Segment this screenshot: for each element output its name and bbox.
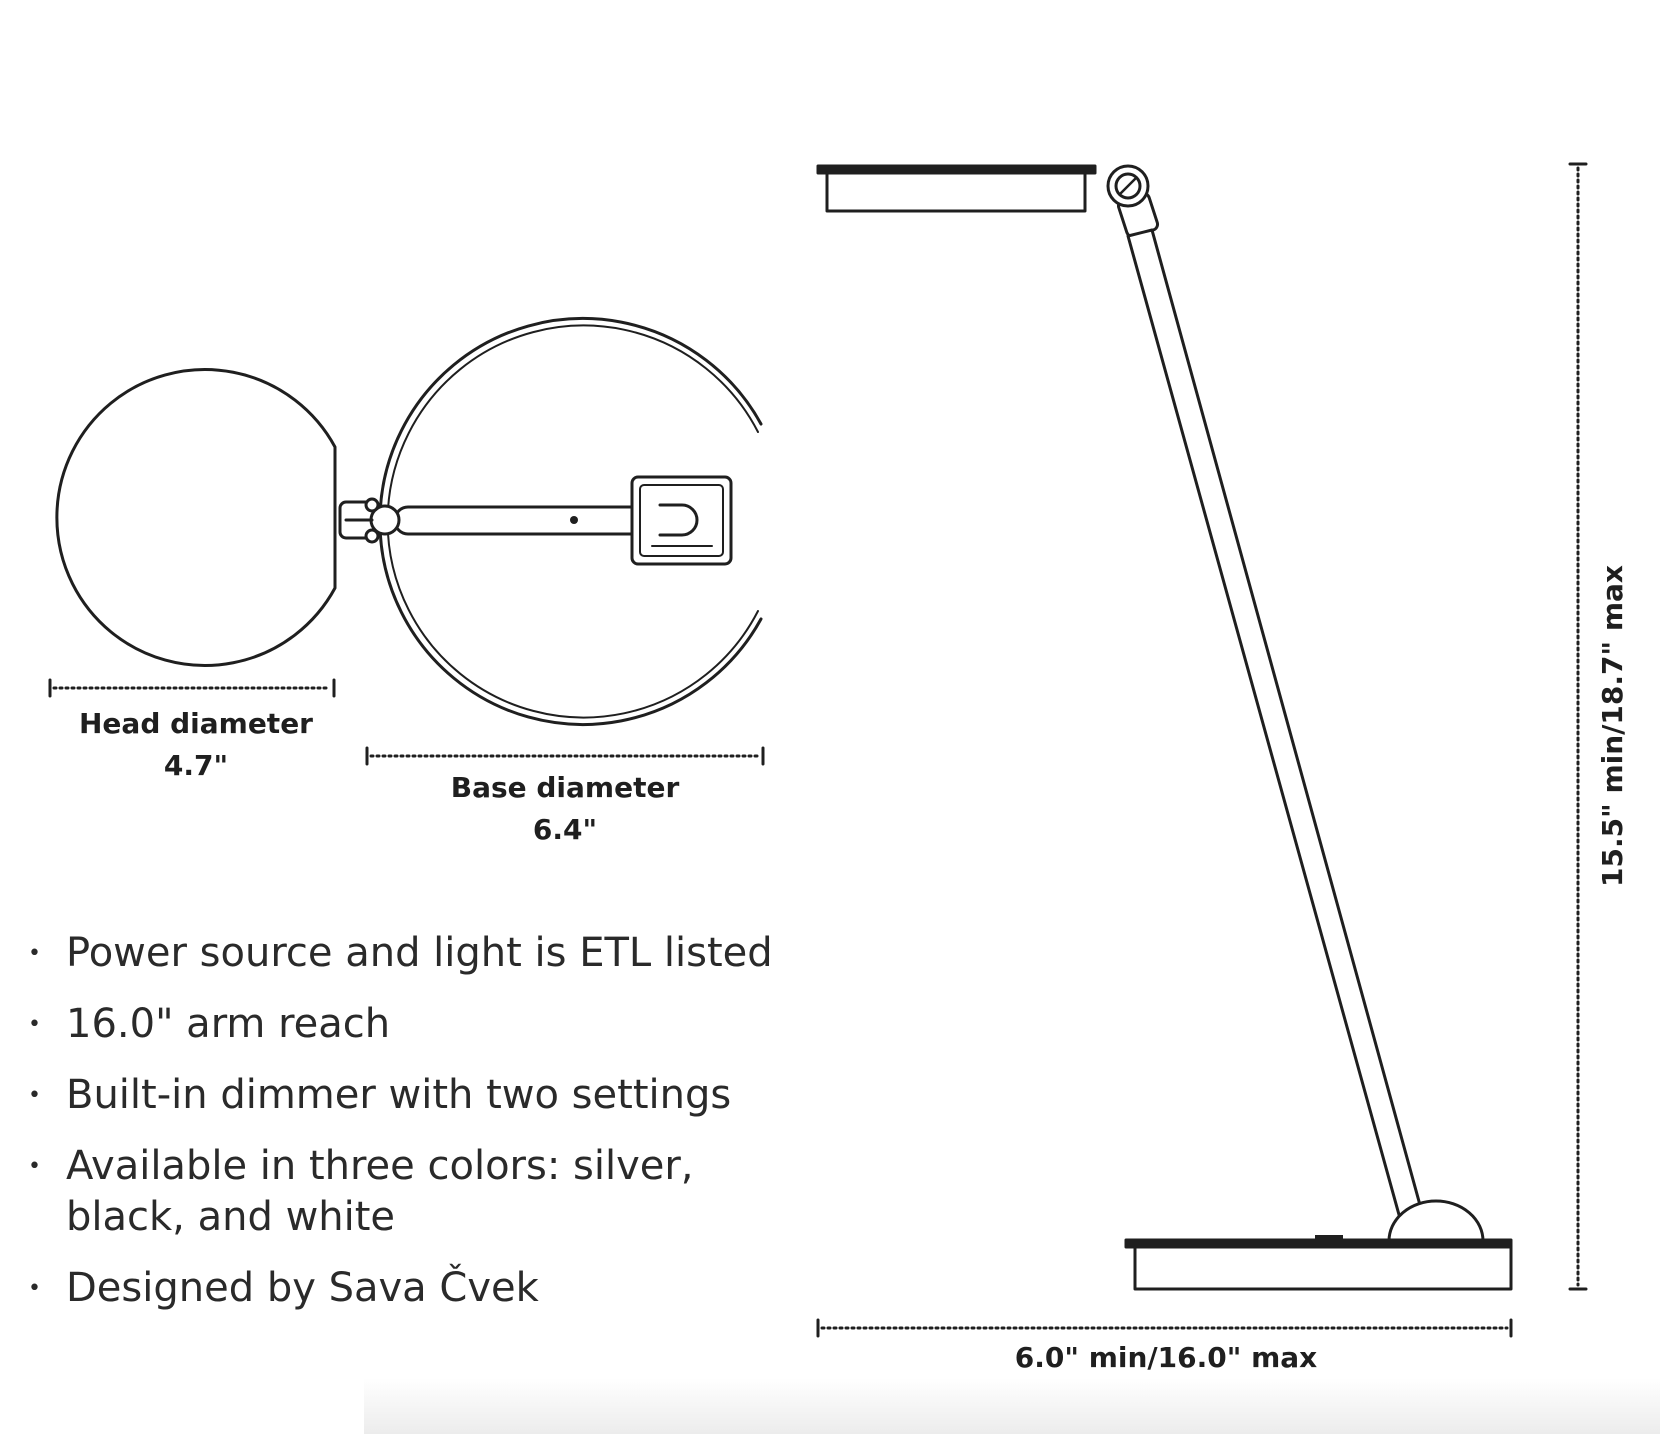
head-disc-outline — [55, 368, 337, 667]
top-joint-screw-bottom — [364, 528, 380, 544]
side-view-drawing — [816, 164, 1513, 1291]
side-base-body — [1133, 1245, 1513, 1291]
feature-item: • Built-in dimmer with two settings — [24, 1070, 784, 1121]
bullet-icon: • — [28, 1083, 41, 1108]
top-joint-screw-top — [364, 497, 380, 513]
bullet-icon: • — [28, 1154, 41, 1179]
bullet-icon: • — [28, 941, 41, 966]
feature-text: Available in three colors: silver, — [66, 1143, 694, 1189]
side-base-dome — [1387, 1199, 1485, 1243]
bottom-fade — [364, 1378, 1660, 1434]
head-diameter-label: Head diameter — [79, 707, 313, 740]
top-view-drawing — [55, 317, 763, 726]
head-diameter-value: 4.7" — [164, 749, 228, 782]
base-dimension-line — [365, 746, 765, 766]
side-arm — [1126, 228, 1425, 1224]
feature-text: black, and white — [66, 1194, 396, 1240]
feature-item: • 16.0" arm reach — [24, 999, 784, 1050]
feature-item: • Power source and light is ETL listed — [24, 928, 784, 979]
side-joint-screw-slot — [1118, 176, 1138, 196]
feature-item: • Available in three colors: silver, black… — [24, 1141, 784, 1243]
side-head-body — [825, 171, 1087, 213]
base-diameter-value: 6.4" — [533, 813, 597, 846]
feature-text: Power source and light is ETL listed — [66, 930, 773, 976]
bullet-icon: • — [28, 1276, 41, 1301]
base-diameter-label: Base diameter — [451, 771, 680, 804]
height-range-label: 15.5" min/18.7" max — [1596, 565, 1629, 887]
side-base-button — [1315, 1235, 1343, 1241]
reach-range-label: 6.0" min/16.0" max — [1015, 1341, 1317, 1374]
feature-text: Designed by Sava Čvek — [66, 1265, 539, 1311]
base-mount-inner — [639, 484, 724, 557]
arm-pivot-dot — [570, 516, 578, 524]
height-dimension-line — [1568, 162, 1588, 1291]
bullet-icon: • — [28, 1012, 41, 1037]
reach-dimension-line — [816, 1318, 1513, 1338]
head-dimension-line — [48, 678, 336, 698]
feature-text: Built-in dimmer with two settings — [66, 1072, 732, 1118]
feature-text: 16.0" arm reach — [66, 1001, 391, 1047]
feature-list: • Power source and light is ETL listed • 16… — [24, 928, 784, 1334]
base-mount-socket — [658, 503, 699, 537]
feature-item: • Designed by Sava Čvek — [24, 1263, 784, 1314]
